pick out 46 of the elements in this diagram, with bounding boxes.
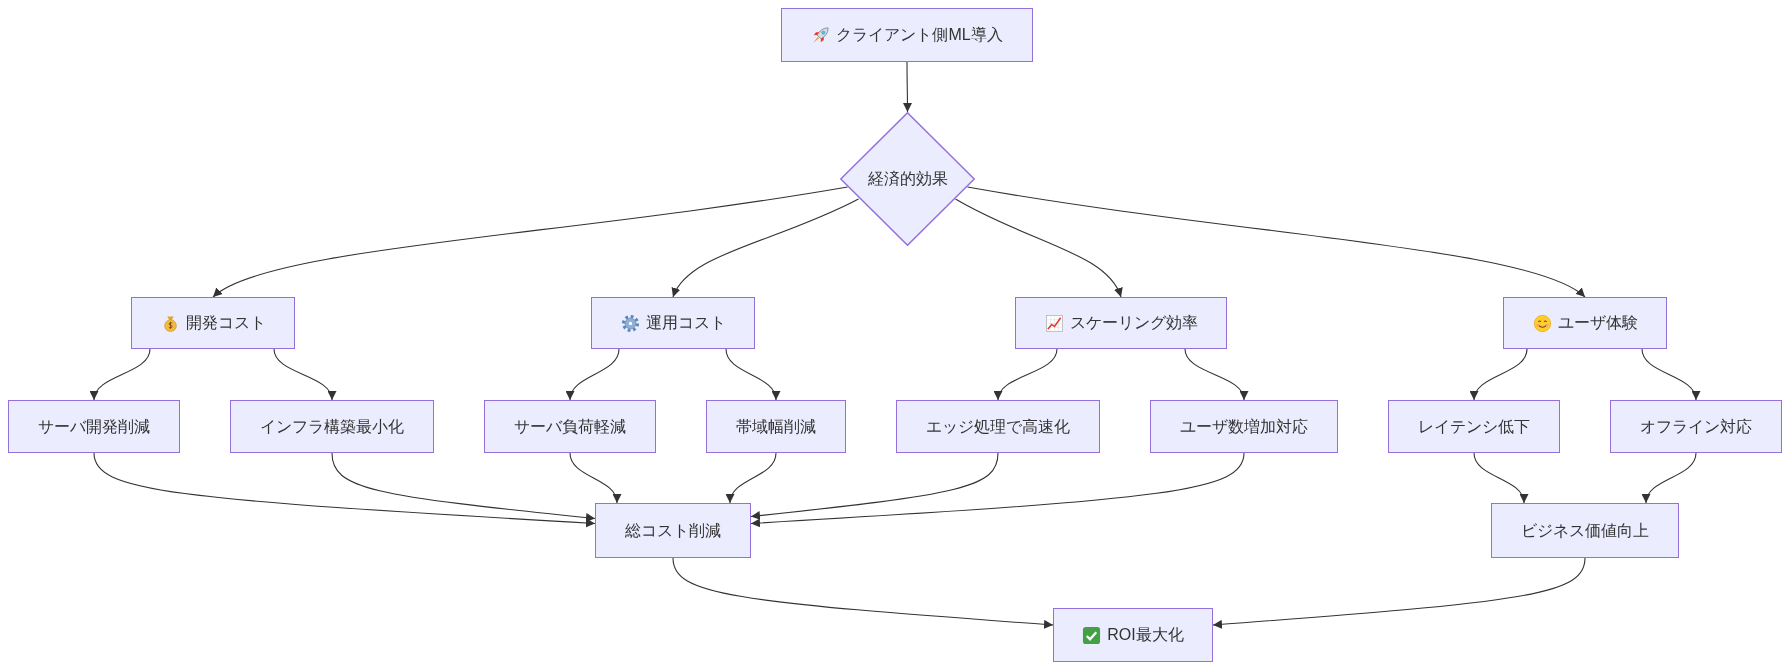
arrow (1471, 348, 1528, 401)
arrow (331, 452, 596, 523)
arrow (750, 452, 999, 520)
node-label: ROI最大化 (1107, 625, 1184, 645)
process-box: ユーザ数増加対応 (1150, 400, 1338, 453)
process-box (1015, 297, 1227, 349)
arrow (995, 348, 1058, 401)
process-box: ビジネス価値向上 (1491, 503, 1679, 558)
arrow (1643, 452, 1697, 504)
decision-diamond: 経済的効果 (840, 112, 975, 246)
arrow (273, 348, 335, 401)
process-box: 総コスト削減 (595, 503, 751, 558)
arrow (1641, 348, 1699, 401)
arrow (672, 198, 860, 298)
arrow (966, 186, 1586, 298)
arrow (212, 186, 849, 298)
process-box: インフラ構築最小化 (230, 400, 434, 453)
process-box: レイテンシ低下 (1388, 400, 1560, 453)
node-label: 開発コスト (185, 313, 266, 333)
arrow (569, 452, 620, 504)
node-label: スケーリング効率 (1069, 313, 1198, 333)
arrow (672, 557, 1054, 629)
process-box: 帯域幅削減 (706, 400, 846, 453)
process-box: オフライン対応 (1610, 400, 1782, 453)
process-box: サーバ負荷軽減 (484, 400, 656, 453)
arrow (725, 348, 779, 401)
arrow (1473, 452, 1527, 504)
process-box: サーバ開発削減 (8, 400, 180, 453)
arrow (93, 452, 596, 528)
arrow (750, 452, 1245, 528)
arrow (954, 198, 1122, 298)
node-label: クライアント側ML導入 (836, 25, 1003, 45)
arrow (1212, 557, 1586, 629)
process-box (591, 297, 755, 349)
process-box (1503, 297, 1667, 349)
node-label: 運用コスト (645, 313, 726, 333)
node-label: ユーザ体験 (1557, 313, 1638, 333)
arrow (1184, 348, 1247, 401)
process-box (781, 8, 1033, 62)
arrow (903, 61, 912, 113)
process-box (1053, 608, 1213, 662)
process-box (131, 297, 295, 349)
arrow (567, 348, 620, 401)
arrow (726, 452, 777, 504)
process-box: エッジ処理で高速化 (896, 400, 1100, 453)
arrow (91, 348, 151, 401)
